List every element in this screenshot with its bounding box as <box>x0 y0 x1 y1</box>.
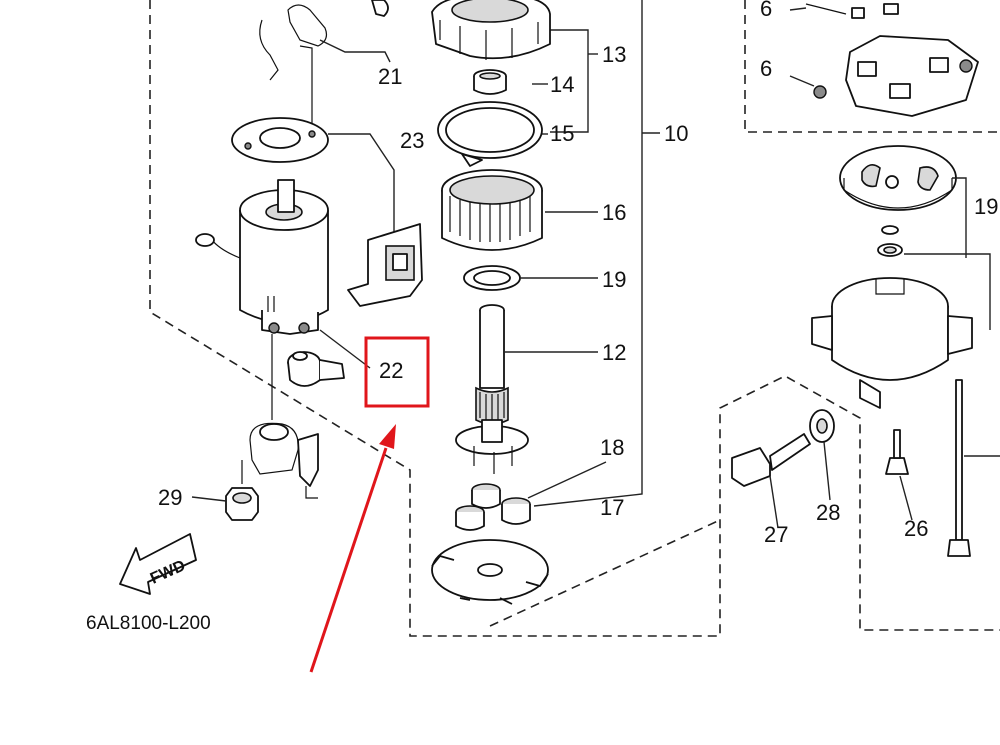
screw-26 <box>885 429 913 521</box>
callout-labels: 6 6 21 13 14 15 10 23 16 19 19 12 22 18 … <box>86 0 998 634</box>
shaft-12 <box>455 304 529 474</box>
label-21: 21 <box>378 64 402 89</box>
label-10: 10 <box>664 121 688 146</box>
gasket-plate <box>231 117 395 240</box>
leader-lines <box>319 211 607 499</box>
label-14: 14 <box>550 72 574 97</box>
bushing-14 <box>473 69 507 95</box>
ring-gear-16 <box>441 169 543 251</box>
label-16: 16 <box>602 200 626 225</box>
group-outlines <box>149 0 1000 637</box>
brush-holder <box>789 3 979 117</box>
label-28: 28 <box>816 500 840 525</box>
label-27: 27 <box>764 522 788 547</box>
label-6-lower: 6 <box>760 56 772 81</box>
highlight-arrow <box>309 447 388 673</box>
bracket-lower <box>249 422 319 499</box>
solenoid-body <box>195 179 329 420</box>
pinion-gears-18 <box>455 483 531 531</box>
highlight-arrowhead <box>379 424 396 449</box>
label-19-right: 19 <box>974 194 998 219</box>
washer-28 <box>809 409 835 501</box>
label-6-top: 6 <box>760 0 772 21</box>
label-13: 13 <box>602 42 626 67</box>
label-22: 22 <box>379 358 403 383</box>
plate-17 <box>431 539 549 605</box>
label-15: 15 <box>550 121 574 146</box>
end-plate <box>839 145 967 258</box>
highlight-box <box>364 336 430 408</box>
long-bolt <box>947 379 1000 557</box>
highlight-overlay <box>309 336 430 673</box>
label-17: 17 <box>600 495 624 520</box>
label-29: 29 <box>158 485 182 510</box>
label-19: 19 <box>602 267 626 292</box>
bolt-27 <box>731 433 811 529</box>
label-26: 26 <box>904 516 928 541</box>
nut-29 <box>191 460 259 521</box>
diagram-code: 6AL8100-L200 <box>86 613 211 634</box>
small-washers <box>877 225 903 257</box>
gear-ring-15 <box>437 101 543 167</box>
collar-part <box>287 351 345 387</box>
washer-19 <box>463 265 521 291</box>
housing <box>811 253 991 409</box>
label-12: 12 <box>602 340 626 365</box>
spring-clip-21 <box>259 4 391 130</box>
terminal-cover-23 <box>347 223 423 307</box>
fwd-arrow: FWD <box>119 533 197 595</box>
label-18: 18 <box>600 435 624 460</box>
starter-cap-13 <box>431 0 551 60</box>
label-23: 23 <box>400 128 424 153</box>
part-top-right-clip <box>371 0 389 17</box>
